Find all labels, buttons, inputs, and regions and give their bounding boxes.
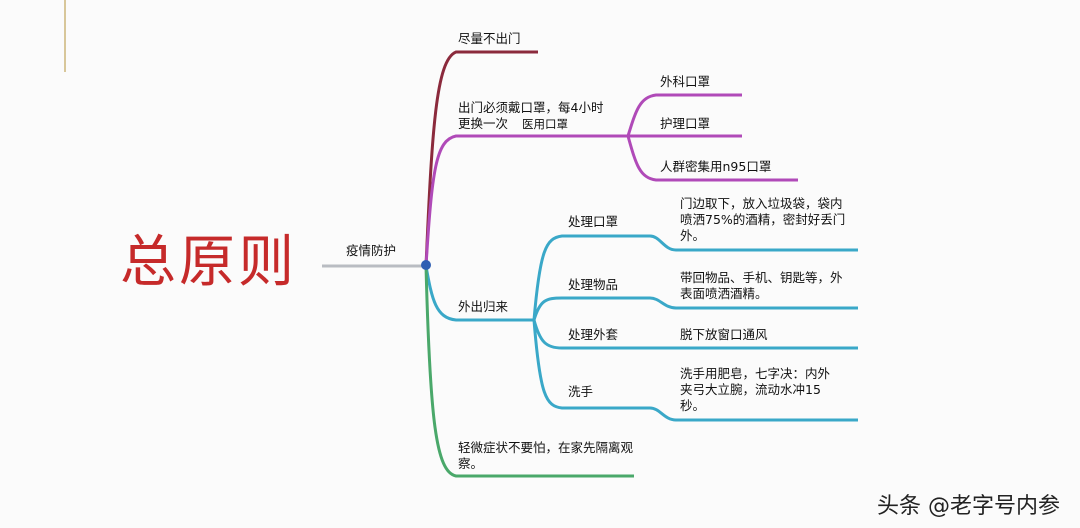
branch-mild-symptoms: 轻微症状不要怕，在家先隔离观察。 [458,440,634,471]
principle-title: 总原则 [120,230,297,295]
root-label: 疫情防护 [346,243,397,258]
return-item-label: 处理物品 [568,277,619,292]
connector-mild [424,265,634,478]
return-item-label: 处理口罩 [568,214,619,229]
mask-type-nursing: 护理口罩 [660,116,711,131]
return-item-detail: 门边取下，放入垃圾袋，袋内喷洒75%的酒精，密封好丢门外。 [680,196,846,243]
branch-return-home: 外出归来 [458,299,509,314]
connector-mask-n95 [626,135,798,182]
connector-return-wash [532,319,858,422]
branch-mask-line2: 更换一次 [458,116,509,131]
root-node-dot [421,260,431,270]
mask-type-surgical: 外科口罩 [660,74,711,89]
connector-stay-home [424,50,538,267]
branch-stay-home: 尽量不出门 [458,31,521,46]
connector-mask [424,134,628,267]
return-item-label: 处理外套 [568,327,619,342]
connector-return [424,265,534,322]
connector-return-mask [532,234,858,321]
mask-type-n95: 人群密集用n95口罩 [660,159,772,174]
return-item-label: 洗手 [568,384,594,399]
watermark: 头条 @老字号内参 [877,494,1060,519]
branch-mask-line1: 出门必须戴口罩，每4小时 [458,100,604,115]
decorative-rule [64,0,66,72]
branch-mask-medical: 医用口罩 [522,117,568,131]
connector-mask-surgical [626,93,742,137]
return-item-detail: 洗手用肥皂，七字决：内外夹弓大立腕，流动水冲15秒。 [680,366,831,413]
connector-return-items [532,296,858,321]
return-item-detail: 带回物品、手机、钥匙等，外表面喷洒酒精。 [680,270,843,301]
return-item-detail: 脱下放窗口通风 [680,327,768,342]
